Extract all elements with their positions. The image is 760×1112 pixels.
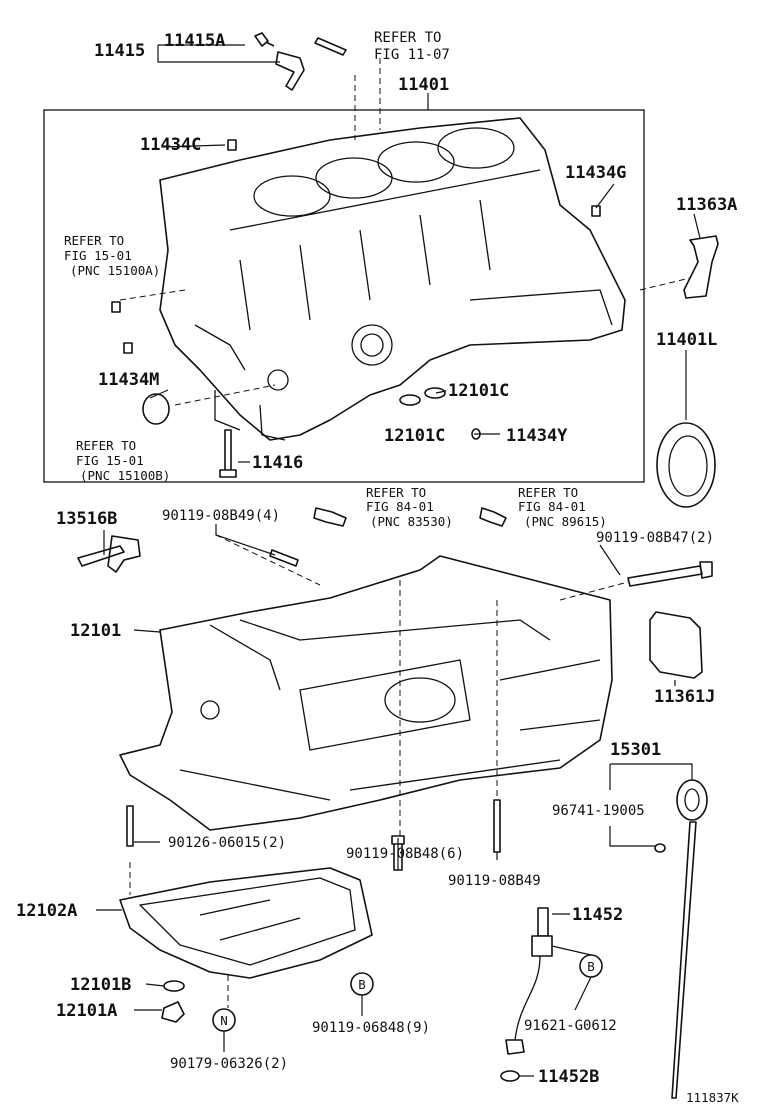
label-refer-84-01-b-line2: FIG 84-01: [518, 499, 586, 514]
stud-refer-11-07: [314, 37, 347, 56]
bolt-90119-08b49-4: [269, 549, 299, 567]
bolt-90119-08b47: [627, 561, 713, 587]
oil-pan-upper-illustration: [119, 555, 613, 831]
label-11452: 11452: [572, 905, 623, 925]
label-refer-15-01-a-line3: (PNC 15100A): [70, 263, 160, 278]
label-11452b: 11452B: [538, 1067, 599, 1087]
label-11415: 11415: [94, 41, 145, 61]
svg-text:B: B: [358, 977, 366, 992]
plug-11415a: [254, 32, 275, 47]
label-refer-15-01-a-line1: REFER TO: [64, 233, 124, 248]
bolt-90119-08b49: [493, 799, 501, 853]
switch-refer-84-01-a: [313, 507, 347, 527]
label-11401l: 11401L: [656, 330, 717, 350]
label-refer-15-01-a-line2: FIG 15-01: [64, 248, 132, 263]
label-11401: 11401: [398, 75, 449, 95]
label-11434g: 11434G: [565, 163, 626, 183]
label-96741-19005: 96741-19005: [552, 803, 645, 819]
label-12101a: 12101A: [56, 1001, 117, 1021]
o-ring-96741-19005: [654, 843, 666, 853]
bearing-cap-11363a: [683, 235, 719, 299]
callout-n: N: [212, 1008, 236, 1032]
label-90126-06015-2: 90126-06015(2): [168, 835, 286, 851]
svg-text:N: N: [220, 1013, 228, 1028]
label-refer-84-01-b-line1: REFER TO: [518, 485, 578, 500]
cylinder-block-illustration: [159, 117, 626, 441]
label-11434c: 11434C: [140, 135, 201, 155]
label-11361j: 11361J: [654, 687, 715, 707]
label-90119-08b49-4: 90119-08B49(4): [162, 508, 280, 524]
label-12102a: 12102A: [16, 901, 77, 921]
label-13516b: 13516B: [56, 509, 117, 529]
seal-11361j: [649, 611, 703, 679]
dipstick-15301: [671, 779, 708, 1099]
o-ring-12101c-a: [424, 387, 446, 399]
label-11415a: 11415A: [164, 31, 225, 51]
pin-11434g: [591, 205, 601, 217]
label-90119-06848-9: 90119-06848(9): [312, 1020, 430, 1036]
label-90119-08b47-2: 90119-08B47(2): [596, 530, 714, 546]
label-15301: 15301: [610, 740, 661, 760]
stud-11416: [219, 429, 237, 478]
label-91621-g0612: 91621-G0612: [524, 1018, 617, 1034]
rear-oil-seal-11401l: [656, 422, 716, 508]
block-assembly-frame: [43, 109, 645, 483]
label-11416: 11416: [252, 453, 303, 473]
label-refer-84-01-a-line2: FIG 84-01: [366, 499, 434, 514]
label-refer-15-01-b-line1: REFER TO: [76, 438, 136, 453]
label-90179-06326-2: 90179-06326(2): [170, 1056, 288, 1072]
label-90119-08b49: 90119-08B49: [448, 873, 541, 889]
o-ring-12101c-b: [399, 394, 421, 406]
label-12101c-right: 12101C: [448, 381, 509, 401]
callout-b-pan: B: [350, 972, 374, 996]
callout-b-guide: B: [579, 954, 603, 978]
figure-code: 111837K: [686, 1090, 739, 1105]
oil-pan-lower-illustration: [119, 867, 373, 979]
o-ring-15100b: [142, 393, 170, 425]
label-refer-11-07-line2: FIG 11-07: [374, 47, 450, 63]
label-12101b: 12101B: [70, 975, 131, 995]
label-90119-08b48-6: 90119-08B48(6): [346, 846, 464, 862]
pin-11434m: [123, 342, 133, 354]
stud-90126-06015: [126, 805, 134, 847]
label-12101: 12101: [70, 621, 121, 641]
drain-plug-12101a: [161, 1001, 185, 1023]
dipstick-guide-11452: [505, 907, 553, 1055]
label-11363a: 11363A: [676, 195, 737, 215]
label-refer-84-01-a-line1: REFER TO: [366, 485, 426, 500]
o-ring-11452b: [500, 1070, 520, 1082]
label-refer-11-07-line1: REFER TO: [374, 30, 441, 46]
pin-11434c: [227, 139, 237, 151]
label-12101c-left: 12101C: [384, 426, 445, 446]
label-refer-84-01-a-line3: (PNC 83530): [370, 514, 453, 529]
pin-15100a: [111, 301, 121, 313]
sensor-refer-84-01-b: [479, 507, 507, 527]
bolt-13516b: [77, 535, 141, 573]
label-11434y: 11434Y: [506, 426, 568, 446]
label-refer-84-01-b-line3: (PNC 89615): [524, 514, 607, 529]
gasket-12101b: [163, 980, 185, 992]
label-refer-15-01-b-line3: (PNC 15100B): [80, 468, 170, 483]
fitting-11415: [275, 51, 305, 91]
label-11434m: 11434M: [98, 370, 159, 390]
svg-text:B: B: [587, 959, 595, 974]
label-refer-15-01-b-line2: FIG 15-01: [76, 453, 144, 468]
